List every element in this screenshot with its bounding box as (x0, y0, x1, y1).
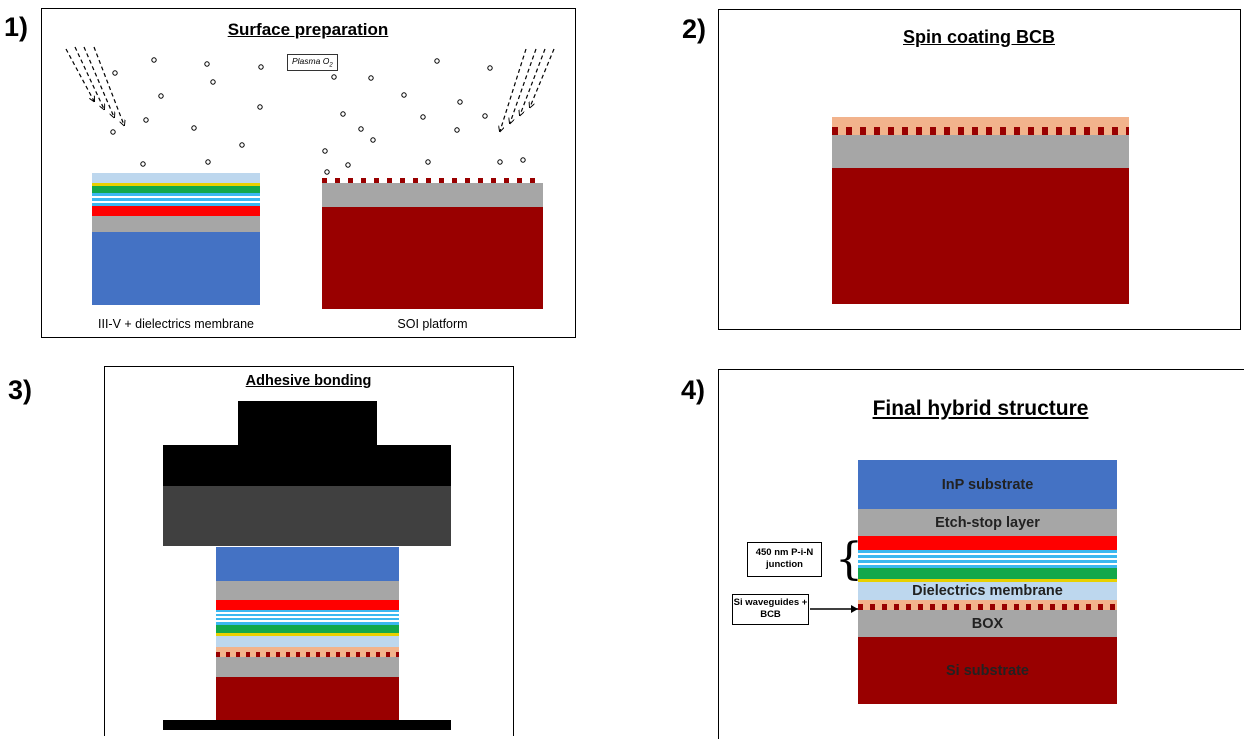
box-layer (322, 183, 543, 207)
iii-v-membrane-stack (92, 173, 260, 305)
caption-iii-v-membrane: III-V + dielectrics membrane (98, 317, 254, 331)
arrow-to-waveguides-icon (810, 605, 858, 613)
yellow-layer (92, 183, 260, 186)
panel-2-number: 2) (682, 14, 707, 44)
panel-2-frame: Spin coating BCB (718, 9, 1241, 330)
si-waveguides (322, 178, 543, 183)
si-substrate-label: Si substrate (946, 662, 1029, 679)
etch-stop-layer (92, 216, 260, 232)
bonding-chuck (163, 720, 451, 730)
bcb-layer (832, 117, 1129, 127)
bonding-press-pad (163, 486, 451, 546)
box-layer: BOX (858, 610, 1117, 637)
si-substrate (832, 168, 1129, 304)
callout-si-waveguides: Si waveguides + BCB (732, 594, 809, 625)
si-waveguides (858, 604, 1117, 610)
plasma-label-text: Plasma O (292, 56, 330, 66)
plasma-particles-and-arrows (65, 46, 555, 175)
si-substrate-layer: Si substrate (858, 637, 1117, 704)
callout-pin-junction: 450 nm P-i-N junction (747, 542, 822, 577)
panel-2-title: Spin coating BCB (903, 27, 1055, 47)
box-layer (832, 135, 1129, 168)
plasma-label-subscript: 2 (329, 62, 333, 69)
bcb-layer (858, 600, 1117, 604)
panel-4-frame: Final hybrid structure InP substrate Etc… (718, 369, 1244, 739)
bonded-stack (216, 547, 399, 722)
si-waveguides (832, 127, 1129, 135)
green-layer (858, 568, 1117, 579)
si-waveguides (216, 652, 399, 657)
caption-soi-platform: SOI platform (397, 317, 468, 331)
red-layer (92, 206, 260, 216)
yellow-layer (858, 579, 1117, 582)
panel-1-frame: Surface preparation Plasma O2 (41, 8, 576, 338)
bcb-with-waveguides (858, 604, 1117, 610)
etch-stop-label: Etch-stop layer (935, 514, 1040, 531)
bcb-with-waveguides (832, 127, 1129, 135)
si-substrate (216, 677, 399, 722)
dielectric-layer (216, 636, 399, 647)
panel-3-frame: Adhesive bonding (104, 366, 514, 736)
box-layer (216, 657, 399, 677)
quantum-well-layers (92, 203, 260, 206)
plasma-label: Plasma O2 (287, 54, 338, 71)
inp-substrate (92, 232, 260, 305)
quantum-well-layers (216, 622, 399, 625)
inp-substrate (216, 547, 399, 581)
dielectric-layer (92, 173, 260, 183)
green-layer (92, 186, 260, 193)
bcb-with-waveguides (216, 652, 399, 657)
panel-1-title: Surface preparation (227, 20, 389, 39)
etch-stop-layer (216, 581, 399, 600)
dielectric-label: Dielectrics membrane (912, 583, 1063, 599)
red-layer (858, 536, 1117, 550)
soi-platform-stack (322, 178, 543, 309)
green-layer (216, 625, 399, 633)
box-label: BOX (971, 615, 1004, 632)
inp-substrate-label: InP substrate (941, 476, 1034, 493)
final-hybrid-stack: InP substrate Etch-stop layer Dielectric… (858, 460, 1117, 704)
panel-3-number: 3) (8, 375, 33, 405)
yellow-layer (216, 633, 399, 636)
bonding-press-plate (163, 445, 451, 487)
red-layer (216, 600, 399, 610)
bcb-layer (216, 647, 399, 652)
panel-3-title: Adhesive bonding (245, 373, 372, 389)
brace-icon: { (835, 534, 863, 585)
panel-1-number: 1) (4, 12, 29, 42)
bonding-press-top (238, 401, 377, 447)
si-substrate (322, 207, 543, 309)
etch-stop-layer: Etch-stop layer (858, 509, 1117, 536)
panel-4-title: Final hybrid structure (872, 397, 1089, 420)
panel-4-number: 4) (681, 375, 706, 405)
quantum-well-layers (858, 565, 1117, 568)
spin-coated-soi-stack (832, 117, 1129, 304)
inp-substrate-layer: InP substrate (858, 460, 1117, 509)
dielectric-layer: Dielectrics membrane (858, 582, 1117, 600)
